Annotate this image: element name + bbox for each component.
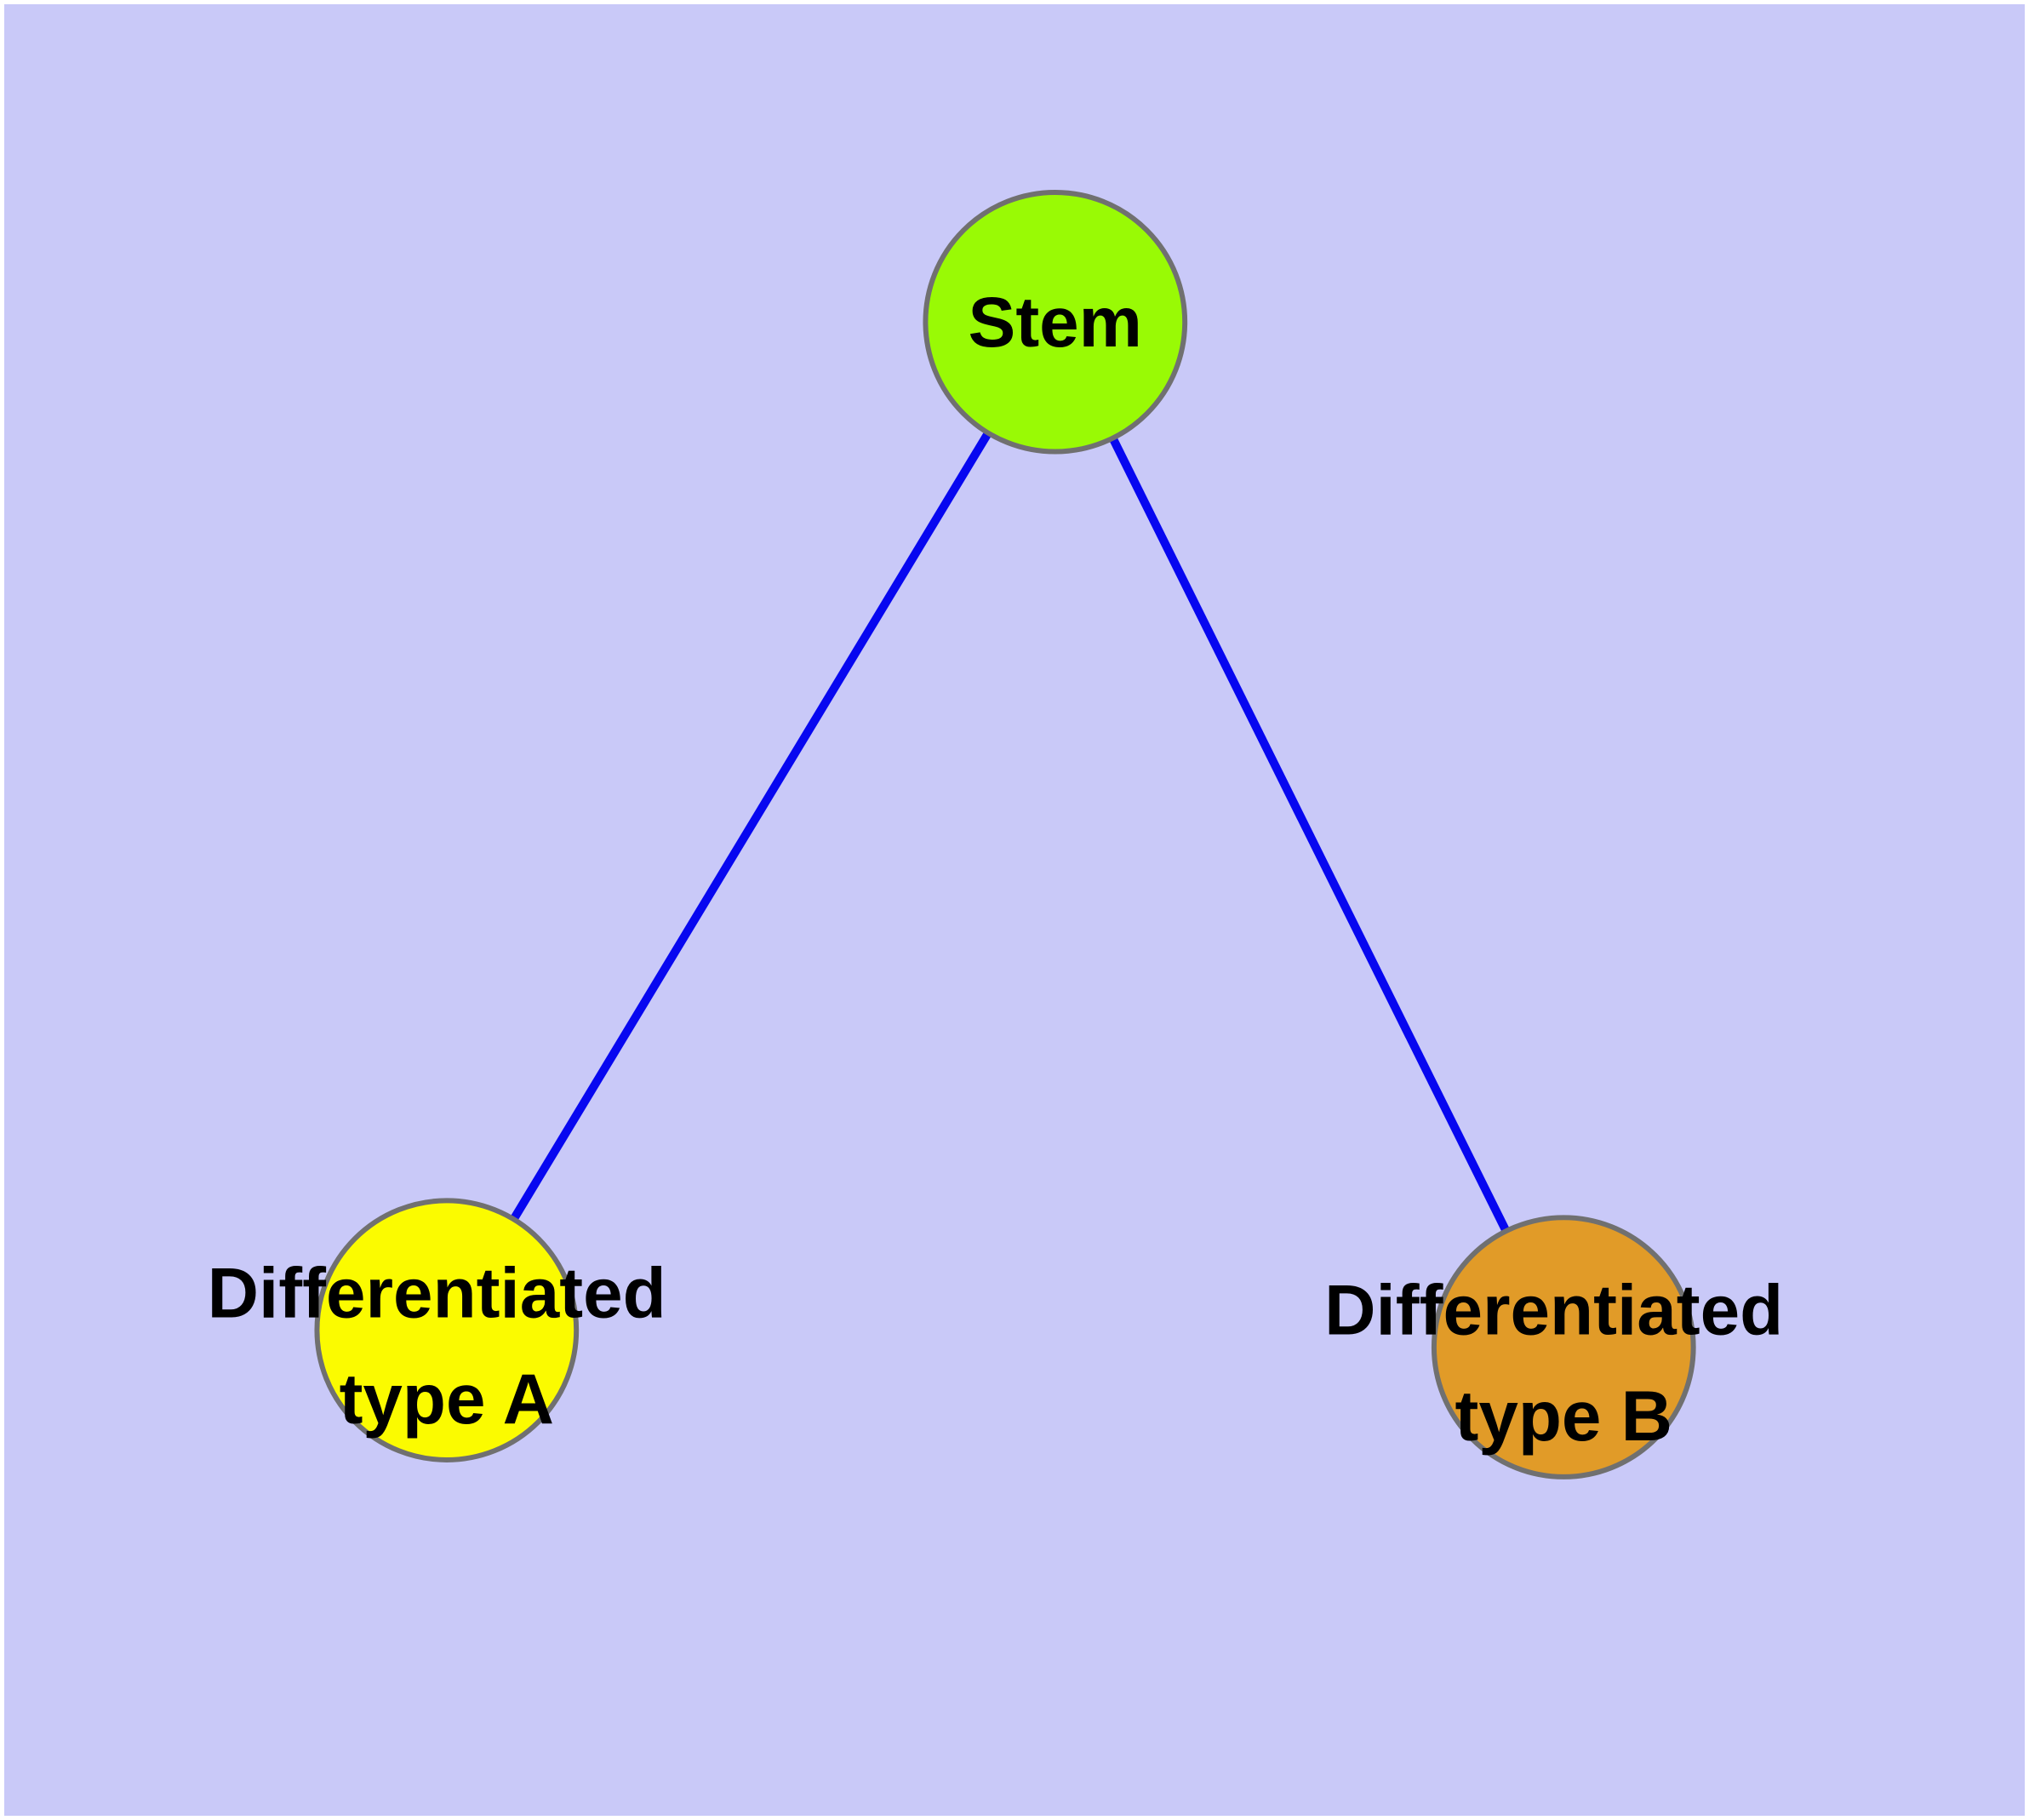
node-type-b-label: Differentiated type B — [1324, 1270, 1803, 1456]
node-type-b-label-line1: Differentiated — [1324, 1270, 1783, 1350]
edge-stem-to-type-b — [1051, 320, 1568, 1349]
diagram-area: Stem Differentiated type A Differentiate… — [4, 4, 2025, 1816]
diagram-canvas: Stem Differentiated type A Differentiate… — [4, 4, 2025, 1816]
node-differentiated-type-b: Differentiated type B — [1324, 1215, 1803, 1479]
node-type-b-circle — [1431, 1215, 1696, 1479]
node-type-a-circle — [314, 1198, 580, 1462]
node-stem-label: Stem — [969, 282, 1143, 362]
edge-stem-to-type-a — [443, 319, 1060, 1333]
node-stem: Stem — [923, 189, 1188, 455]
node-differentiated-type-a: Differentiated type A — [208, 1198, 686, 1462]
node-type-a-label-line2: type A — [340, 1359, 554, 1439]
node-type-b-label-line2: type B — [1455, 1376, 1672, 1456]
node-stem-circle — [923, 189, 1188, 455]
node-type-a-label: Differentiated type A — [208, 1253, 686, 1439]
node-type-a-label-line1: Differentiated — [208, 1253, 666, 1333]
